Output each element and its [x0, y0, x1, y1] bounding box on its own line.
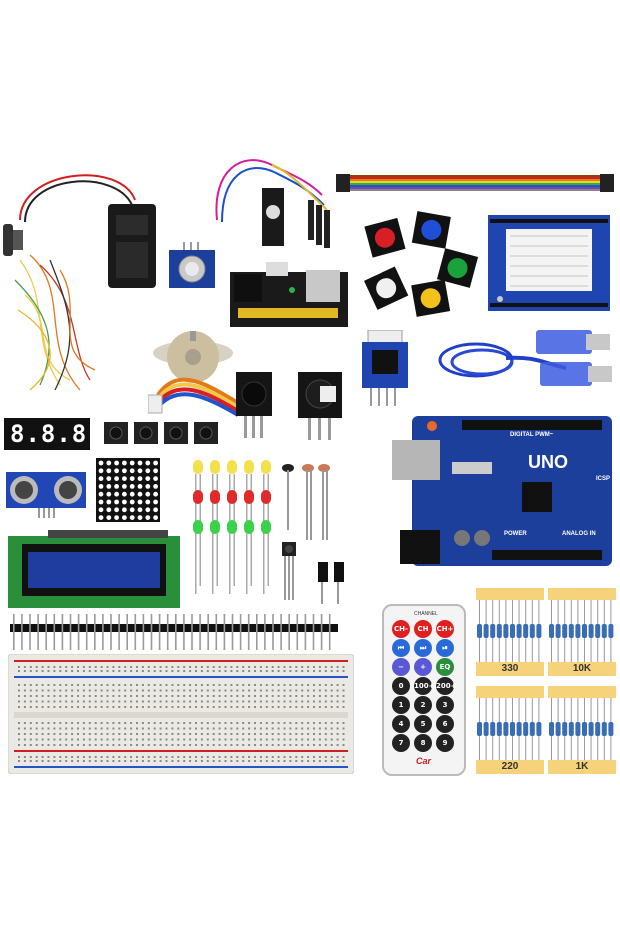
- led-dot-matrix: [96, 458, 160, 522]
- resistor-value-label: 1K: [548, 760, 616, 774]
- remote-button: 2: [414, 696, 432, 714]
- remote-button: 1: [392, 696, 410, 714]
- tilt-switches: [318, 562, 344, 604]
- resistor-value-label: 330: [476, 662, 544, 676]
- resistor-tape-top: [548, 588, 616, 600]
- remote-button: ⏯: [436, 639, 454, 657]
- resistor-tape-top: [548, 686, 616, 698]
- seven-segment-digits: 8.8.8.8: [10, 420, 119, 448]
- resistor-tape-top: [476, 686, 544, 698]
- remote-button: 200+: [436, 677, 456, 695]
- breadboard-power-supply-module: [230, 262, 348, 327]
- solderless-breadboard: [8, 654, 354, 774]
- uno-board: [392, 416, 612, 566]
- resistor-strip: [549, 600, 614, 662]
- remote-button: 5: [414, 715, 432, 733]
- stepper-driver-board: [362, 330, 408, 406]
- resistor-pack-1k: 1K: [548, 686, 616, 776]
- jumper-wires-bundle: [14, 254, 96, 391]
- resistor-value-label: 10K: [548, 662, 616, 676]
- remote-button: CH-: [392, 620, 410, 638]
- led-assortment: [193, 460, 271, 594]
- remote-button: 6: [436, 715, 454, 733]
- ir-receiver: [282, 542, 296, 600]
- digital-label: DIGITAL PWM~: [510, 432, 554, 438]
- uno-label: UNO: [528, 452, 568, 472]
- resistor-strip: [477, 698, 542, 760]
- dupont-ribbon-cable: [336, 174, 614, 192]
- resistor-pack-220: 220: [476, 686, 544, 776]
- active-buzzer: [236, 372, 272, 438]
- photoresistors: [282, 464, 330, 540]
- seven-segment-display: 8.8.8.8: [4, 418, 117, 450]
- usb-cable: [438, 330, 612, 386]
- remote-button: 0: [392, 677, 410, 695]
- remote-button: 3: [436, 696, 454, 714]
- battery-holder-with-dc-plug: [3, 174, 156, 288]
- tactile-push-buttons: [104, 422, 218, 444]
- potentiometer-module: [169, 242, 215, 288]
- pin-header-strip: [10, 614, 338, 650]
- lcd-1602-display: [8, 530, 180, 608]
- stepper-motor: [148, 331, 240, 417]
- remote-button: 4: [392, 715, 410, 733]
- resistor-tape-top: [476, 588, 544, 600]
- remote-logo: Car: [416, 756, 432, 766]
- colored-button-modules: [363, 211, 479, 317]
- resistor-strip: [477, 600, 542, 662]
- resistor-pack-330: 330: [476, 588, 544, 678]
- remote-button: 8: [414, 734, 432, 752]
- power-label: POWER: [504, 531, 527, 537]
- remote-button: ⏮: [392, 639, 410, 657]
- remote-channel-header: CHANNEL: [414, 611, 438, 617]
- passive-buzzer: [298, 372, 342, 440]
- resistor-value-label: 220: [476, 760, 544, 774]
- resistor-pack-10k: 10K: [548, 588, 616, 678]
- resistor-strip: [549, 698, 614, 760]
- buzzer-s-label: S: [238, 418, 245, 428]
- remote-button: CH: [414, 620, 432, 638]
- icsp-label: ICSP: [596, 476, 611, 482]
- sensor-module-with-cable: [215, 159, 330, 248]
- remote-button: EQ: [436, 658, 454, 676]
- remote-button: +: [414, 658, 432, 676]
- remote-button: ⏭: [414, 639, 432, 657]
- analog-label: ANALOG IN: [562, 531, 596, 537]
- prototype-shield: [488, 215, 610, 311]
- remote-button: 7: [392, 734, 410, 752]
- remote-button: −: [392, 658, 410, 676]
- remote-button: 9: [436, 734, 454, 752]
- ultrasonic-sensor: [6, 472, 86, 518]
- remote-button: 100+: [414, 677, 434, 695]
- remote-button: CH+: [436, 620, 454, 638]
